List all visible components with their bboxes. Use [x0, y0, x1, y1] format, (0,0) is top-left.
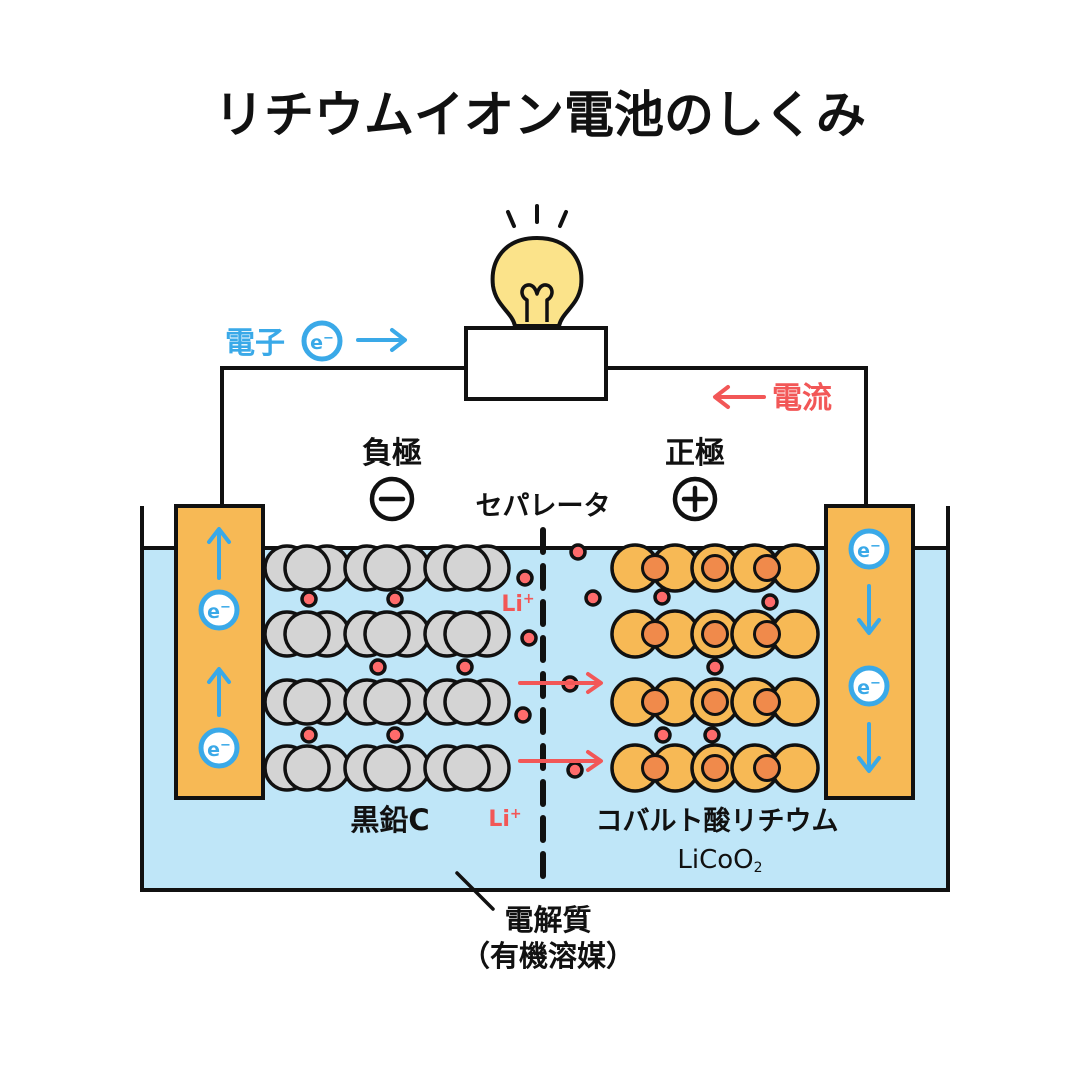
electron-icon: e−: [198, 727, 240, 769]
li-ion-dot: [566, 761, 584, 779]
electron-icon: e−: [848, 665, 890, 707]
graphite-atom: [283, 744, 331, 792]
electrolyte-label: 電解質: [504, 903, 591, 937]
cobalt-core: [641, 754, 669, 782]
light-bulb-icon: [490, 204, 584, 328]
graphite-atom: [283, 544, 331, 592]
graphite-label: 黒鉛C: [350, 803, 429, 837]
cobalt-core: [753, 554, 781, 582]
li-ion-dot: [761, 593, 779, 611]
li-ion-dot: [386, 726, 404, 744]
li-ion-dot: [300, 726, 318, 744]
graphite-atom: [363, 610, 411, 658]
svg-text:e−: e−: [857, 676, 881, 699]
li-ion-dot: [520, 629, 538, 647]
li-ion-dot: [569, 543, 587, 561]
minus-circle-icon: [369, 476, 415, 522]
electrolyte-sublabel: （有機溶媒）: [461, 939, 635, 973]
graphite-atom: [443, 744, 491, 792]
electron-icon: e−: [198, 589, 240, 631]
cobalt-core: [701, 688, 729, 716]
cobalt-core: [701, 554, 729, 582]
li-ion-label: Li+: [501, 591, 534, 617]
graphite-atom: [443, 610, 491, 658]
li-ion-arrow-icon: [518, 672, 603, 694]
load-box: [464, 326, 608, 401]
svg-text:e−: e−: [857, 539, 881, 562]
page-title: リチウムイオン電池のしくみ: [214, 86, 866, 144]
cobalt-formula: LiCoO2: [677, 845, 762, 876]
cobalt-core: [753, 688, 781, 716]
li-ion-dot: [514, 706, 532, 724]
electron-up-arrow-icon: [207, 527, 231, 580]
electron-icon: e−: [848, 528, 890, 570]
li-ion-dot: [584, 589, 602, 607]
electron-up-arrow-icon: [207, 667, 231, 717]
electron-arrow-icon: [356, 328, 407, 352]
li-ion-dot: [369, 658, 387, 676]
container: [140, 506, 950, 892]
electron-down-arrow-icon: [857, 584, 881, 635]
li-ion-label: Li+: [488, 806, 521, 832]
graphite-atom: [443, 544, 491, 592]
graphite-atom: [283, 610, 331, 658]
graphite-atom: [443, 678, 491, 726]
cobalt-core: [753, 620, 781, 648]
li-ion-dot: [703, 726, 721, 744]
li-ion-dot: [653, 588, 671, 606]
li-ion-dot: [516, 569, 534, 587]
cobalt-core: [641, 620, 669, 648]
li-ion-dot: [300, 590, 318, 608]
electron-label: 電子: [225, 326, 285, 361]
current-label: 電流: [772, 381, 832, 416]
svg-text:e−: e−: [310, 331, 334, 354]
cobalt-core: [641, 554, 669, 582]
negative-electrode-label: 負極: [362, 436, 422, 471]
li-ion-dot: [456, 658, 474, 676]
cobalt-core: [641, 688, 669, 716]
electron-icon: e−: [301, 320, 343, 362]
positive-electrode-label: 正極: [665, 436, 725, 471]
cobalt-layers: [610, 543, 820, 793]
lithium-ions: [300, 543, 779, 779]
electron-down-arrow-icon: [857, 722, 881, 773]
current-flow-label: 電流: [713, 381, 832, 416]
li-ion-dot: [654, 726, 672, 744]
graphite-atom: [363, 678, 411, 726]
li-ion-dot: [386, 590, 404, 608]
graphite-atom: [363, 544, 411, 592]
electrolyte-pointer: [455, 871, 495, 911]
graphite-layers: [263, 544, 511, 792]
graphite-atom: [363, 744, 411, 792]
li-ion-dot: [706, 658, 724, 676]
electron-flow-label: 電子 e−: [225, 320, 407, 362]
circuit-wire: [220, 366, 868, 506]
svg-text:e−: e−: [207, 600, 231, 623]
graphite-atom: [283, 678, 331, 726]
cobalt-core: [753, 754, 781, 782]
cobalt-core: [701, 620, 729, 648]
svg-text:e−: e−: [207, 738, 231, 761]
current-arrow-icon: [713, 385, 766, 409]
separator-label: セパレータ: [476, 491, 611, 522]
li-ion-arrow-icon: [518, 750, 603, 772]
cobalt-label: コバルト酸リチウム: [596, 806, 839, 837]
plus-circle-icon: [672, 476, 718, 522]
cobalt-core: [701, 754, 729, 782]
